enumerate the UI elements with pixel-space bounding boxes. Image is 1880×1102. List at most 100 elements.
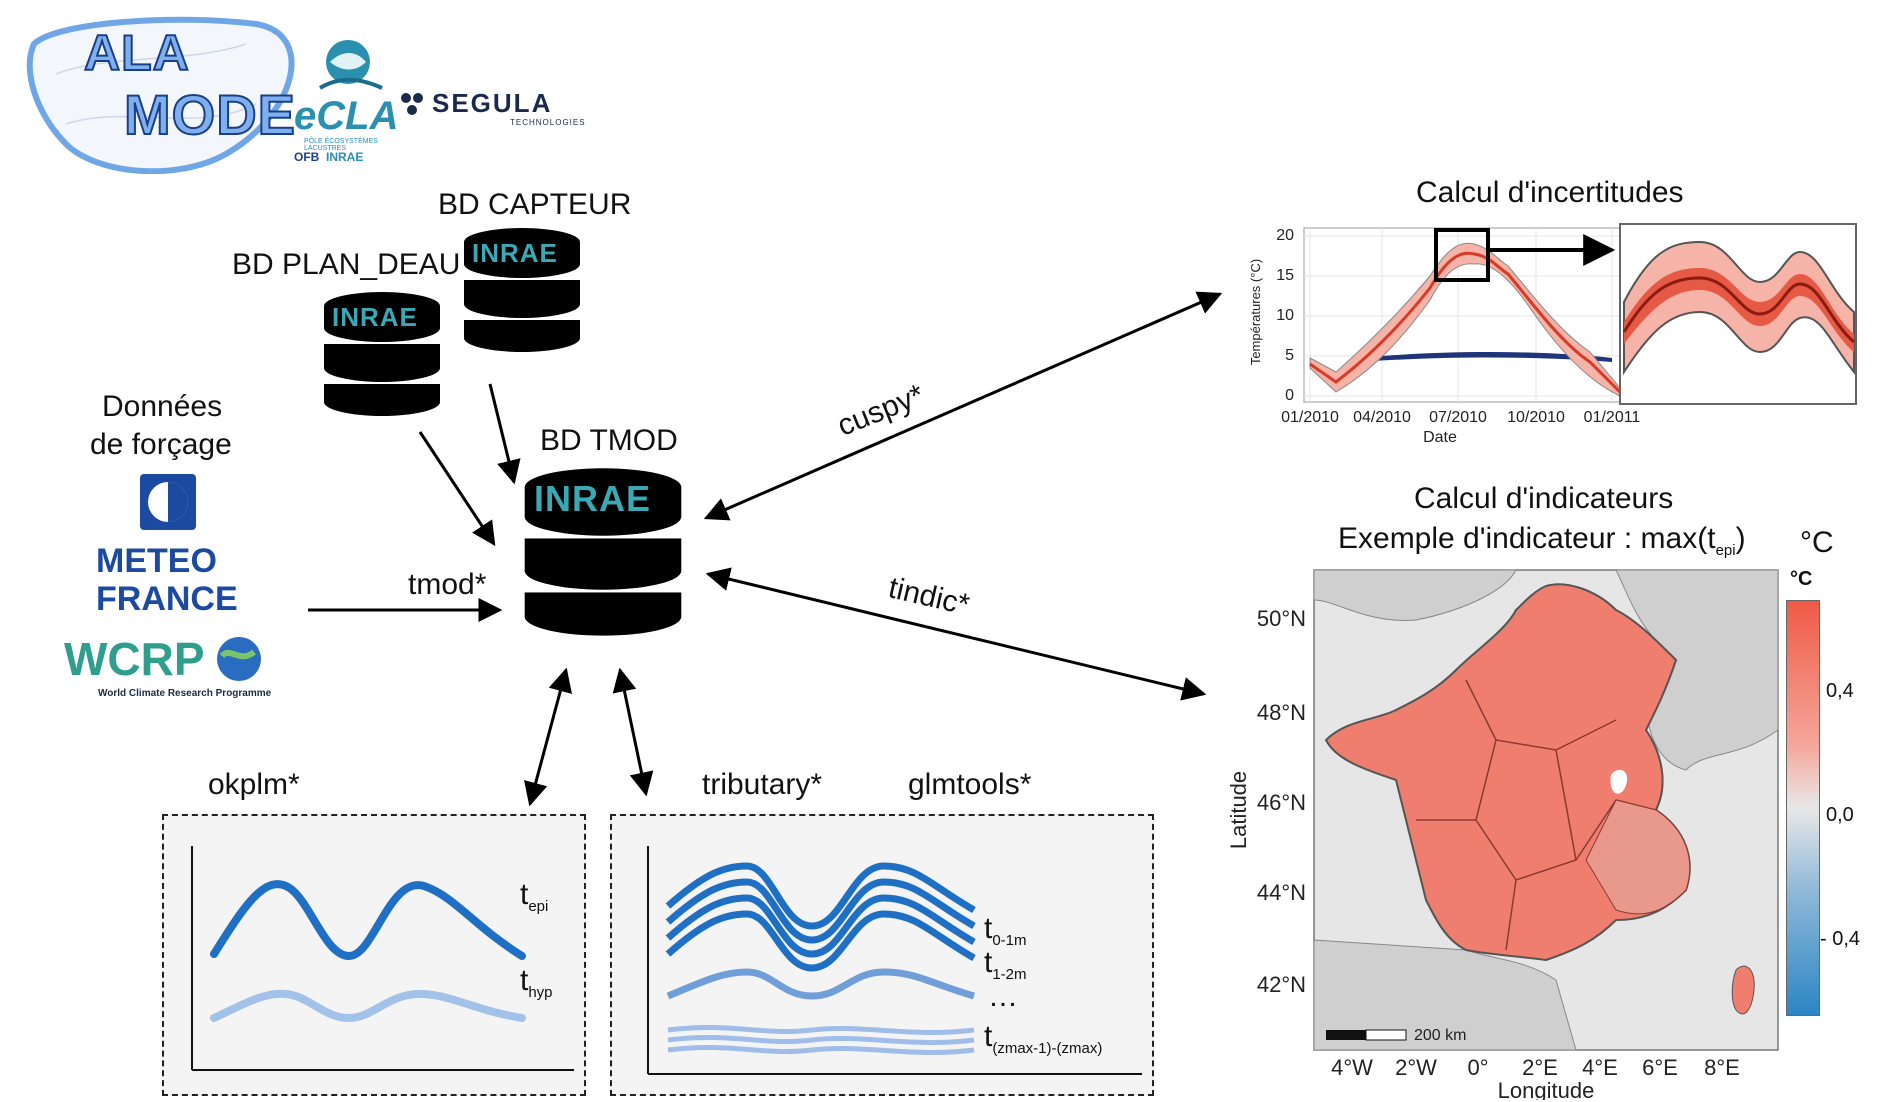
- alamode-logo: ALA MODE: [26, 14, 304, 175]
- x-axis-label: Date: [1423, 429, 1457, 446]
- depth-curve-mid: [666, 968, 975, 1000]
- xtick-2010-10: 10/2010: [1507, 409, 1565, 426]
- lat-tick-50: 50°N: [1257, 606, 1306, 631]
- lon-tick-8e: 8°E: [1704, 1055, 1740, 1080]
- bd-plan-deau-label: BD PLAN_DEAU: [232, 248, 461, 281]
- corsica: [1731, 965, 1755, 1015]
- ytick-10: 10: [1276, 307, 1294, 324]
- t-epi-label: tepi: [520, 878, 548, 915]
- depth-curve-3: [665, 910, 976, 972]
- segula-text: SEGULA: [432, 88, 553, 118]
- edge-label-okplm: okplm*: [208, 768, 300, 801]
- arrow-cuspy: [703, 291, 1223, 521]
- arrow-tributary: [612, 667, 654, 797]
- edge-label-tmod: tmod*: [408, 568, 487, 601]
- alamode-text-line1: ALA: [83, 24, 190, 82]
- deep-temperature-band: [1360, 352, 1612, 362]
- segula-logo: SEGULA TECHNOLOGIES: [398, 88, 585, 128]
- edge-label-glmtools: glmtools*: [908, 768, 1032, 801]
- lake-geneva-gap: [1610, 769, 1628, 794]
- xtick-2010-07: 07/2010: [1429, 409, 1487, 426]
- bd-plan-deau-database-icon: INRAE: [322, 292, 442, 422]
- depth-curve-deep-1: [667, 1034, 975, 1046]
- y-axis-label: Températures (°C): [1248, 259, 1263, 365]
- inrae-logo: INRAE: [472, 238, 558, 268]
- t-0-1m-label: t0-1m: [984, 912, 1027, 949]
- ytick-15: 15: [1276, 267, 1294, 284]
- arrow-tindic: [705, 567, 1207, 701]
- ytick-0: 0: [1285, 387, 1294, 404]
- depth-curve-0: [665, 862, 976, 930]
- lon-tick-2w: 2°W: [1395, 1055, 1437, 1080]
- meteo-text-line2: FRANCE: [96, 580, 238, 618]
- lon-tick-2e: 2°E: [1522, 1055, 1558, 1080]
- lat-tick-46: 46°N: [1257, 790, 1306, 815]
- t-hyp-label: thyp: [520, 964, 553, 1001]
- lat-tick-48: 48°N: [1257, 700, 1306, 725]
- segula-subtitle: TECHNOLOGIES: [510, 118, 586, 127]
- alamode-text-line2: MODE: [123, 82, 296, 147]
- ecla-logo: eCLA PÔLE ÉCOSYSTÈMES LACUSTRES OFB INRA…: [290, 36, 410, 166]
- legend-gradient-bar: [1786, 600, 1820, 1016]
- forcing-data-label-line2: de forçage: [90, 428, 232, 461]
- tz-main: t: [984, 1020, 993, 1053]
- meteo-france-logo: METEO FRANCE: [92, 472, 252, 620]
- uncertainty-title: Calcul d'incertitudes: [1416, 176, 1684, 209]
- lon-tick-0: 0°: [1467, 1055, 1488, 1080]
- zoom-window: [1434, 228, 1490, 282]
- t-1-2m-label: t1-2m: [984, 946, 1027, 983]
- ecla-subtitle: PÔLE ÉCOSYSTÈMES LACUSTRES: [304, 138, 378, 152]
- ofb-text: OFB: [294, 150, 320, 164]
- zoom-envelope-inner: [1624, 268, 1854, 352]
- t-hyp-main: t: [520, 964, 529, 997]
- bd-tmod-label: BD TMOD: [540, 424, 678, 457]
- hypolimnion-curve: [210, 989, 526, 1023]
- inrae-logo: INRAE: [534, 478, 652, 519]
- legend-tick-0-0: 0,0: [1826, 804, 1854, 826]
- meteo-text-line1: METEO: [96, 542, 217, 580]
- bd-tmod-database-icon: INRAE: [522, 468, 684, 644]
- legend-tick-neg-0-4: - 0,4: [1820, 928, 1861, 950]
- europe-landmass: [1615, 569, 1779, 771]
- lat-tick-44: 44°N: [1257, 880, 1306, 905]
- t-epi-main: t: [520, 878, 529, 911]
- lighter-region: [1585, 799, 1691, 915]
- tributary-glmtools-output-panel: t0-1m t1-2m … t(zmax-1)-(zmax): [610, 814, 1154, 1096]
- xtick-2010-04: 04/2010: [1353, 409, 1411, 426]
- indicators-unit: °C: [1800, 526, 1834, 559]
- wcrp-subtitle: World Climate Research Programme: [98, 688, 272, 699]
- t-hyp-sub: hyp: [528, 984, 553, 1001]
- lat-tick-42: 42°N: [1257, 972, 1306, 997]
- uncertainty-chart: 20 15 10 5 0 01/2010 04/2010 07/2010 10/…: [1248, 223, 1857, 446]
- indicators-title-line1: Calcul d'indicateurs: [1414, 482, 1674, 515]
- wcrp-logo: WCRP World Climate Research Programme: [64, 632, 274, 712]
- ecla-text: eCLA: [294, 94, 399, 138]
- arrow-plan-deau-to-tmod: [418, 431, 496, 547]
- uncertainty-mean-line: [1309, 251, 1622, 394]
- okplm-output-panel: tepi thyp: [162, 814, 586, 1096]
- indicators-title-line2: Exemple d'indicateur : max(tepi): [1338, 522, 1746, 559]
- ytick-5: 5: [1285, 347, 1294, 364]
- t-epi-sub: epi: [528, 898, 549, 915]
- lon-tick-4w: 4°W: [1331, 1055, 1373, 1080]
- depth-curve-deep-2: [667, 1044, 975, 1056]
- legend-title: °C: [1790, 568, 1813, 590]
- color-legend: °C 0,4 0,0 - 0,4: [1780, 568, 1876, 1038]
- xtick-2011-01: 01/2011: [1584, 409, 1641, 426]
- arrow-capteur-to-tmod: [488, 383, 521, 485]
- latitude-axis-label: Latitude: [1226, 771, 1251, 849]
- scale-bar-white: [1365, 1029, 1407, 1041]
- bd-capteur-database-icon: INRAE: [462, 228, 582, 358]
- forcing-data-label-line1: Données: [102, 390, 223, 423]
- scale-bar-black: [1326, 1030, 1366, 1040]
- epilimnion-curve: [210, 880, 526, 961]
- depth-curve-2: [665, 894, 976, 958]
- longitude-axis-label: Longitude: [1498, 1078, 1595, 1100]
- indicators-title-end: ): [1735, 522, 1746, 555]
- region-borders: [1416, 679, 1657, 951]
- depth-curve-deep-0: [667, 1024, 975, 1036]
- t1-main: t: [984, 946, 993, 979]
- legend-tick-0-4: 0,4: [1826, 680, 1854, 702]
- lon-tick-6e: 6°E: [1642, 1055, 1678, 1080]
